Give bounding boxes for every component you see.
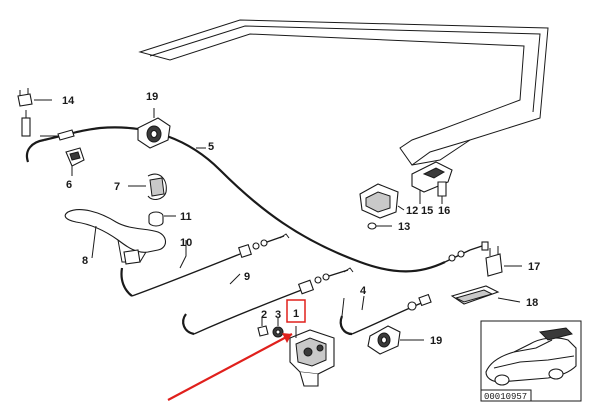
label-part-14: 14	[62, 95, 75, 107]
part-8-lever	[64, 209, 167, 265]
cable-9	[182, 267, 354, 336]
cable-10	[120, 233, 290, 297]
cable-4	[339, 293, 432, 336]
part-1-latch	[289, 326, 335, 387]
part-2-bolt	[257, 318, 269, 337]
cable-left-end	[21, 110, 75, 163]
label-part-3: 3	[275, 309, 281, 321]
part-3-nut	[272, 318, 284, 338]
red-pointer-arrow	[167, 333, 293, 401]
callout-lines	[179, 147, 365, 311]
part-17-clip	[485, 246, 522, 277]
label-part-19-bottom: 19	[430, 335, 442, 347]
label-part-12: 12	[406, 205, 418, 217]
part-19-bottom	[367, 325, 424, 355]
label-part-8: 8	[82, 255, 88, 267]
label-part-15: 15	[421, 205, 433, 217]
label-part-18: 18	[526, 297, 538, 309]
part-1-highlight-box	[286, 299, 306, 323]
label-part-13: 13	[398, 221, 410, 233]
part-16-bolt	[437, 181, 447, 204]
part-6-clip	[65, 147, 85, 176]
label-part-16: 16	[438, 205, 450, 217]
label-part-11: 11	[180, 211, 192, 223]
reference-id-label: 00010957	[484, 392, 527, 402]
label-part-9: 9	[244, 271, 250, 283]
label-part-6: 6	[66, 179, 72, 191]
label-part-10: 10	[180, 237, 192, 249]
part-19-top	[137, 108, 171, 149]
label-part-19-top: 19	[146, 91, 158, 103]
reference-thumbnail: 00010957	[480, 320, 582, 402]
part-7-clip	[128, 173, 167, 201]
label-part-5: 5	[208, 141, 214, 153]
part-18-pad	[450, 285, 521, 305]
hood-panel	[138, 19, 549, 166]
label-part-7: 7	[114, 181, 120, 193]
part-13-bolt	[367, 222, 392, 230]
cable-5	[43, 126, 489, 273]
label-part-4: 4	[360, 285, 367, 297]
label-part-2: 2	[261, 309, 267, 321]
label-part-1: 1	[293, 308, 299, 320]
part-14-clip	[17, 88, 52, 107]
part-12-bracket	[359, 183, 405, 219]
part-11-grommet	[148, 211, 176, 227]
label-part-17: 17	[528, 261, 540, 273]
